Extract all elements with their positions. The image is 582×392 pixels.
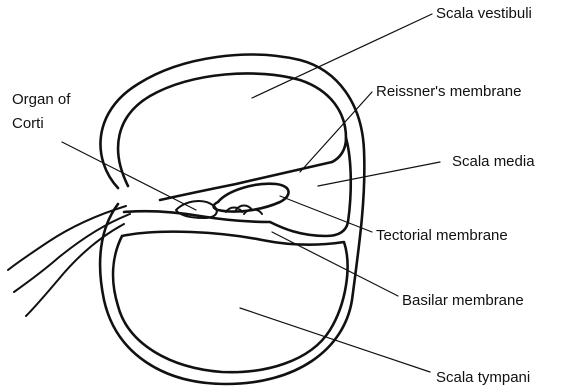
scala-media-outer-wall: [270, 138, 351, 236]
leader-organ-of-corti: [62, 142, 196, 210]
spiral-lamina-upper: [8, 206, 126, 270]
label-scala-tympani: Scala tympani: [436, 369, 530, 386]
basilar-membrane-shape: [124, 211, 270, 222]
reissners-membrane-shape: [160, 162, 332, 200]
label-scala-vestibuli: Scala vestibuli: [436, 5, 532, 22]
label-tectorial-membrane: Tectorial membrane: [376, 227, 508, 244]
label-organ-of-corti-line1: Organ of: [12, 91, 71, 108]
leader-scala-media: [318, 162, 440, 186]
label-reissners-membrane: Reissner's membrane: [376, 83, 521, 100]
leader-tectorial-membrane: [280, 196, 372, 232]
label-basilar-membrane: Basilar membrane: [402, 292, 524, 309]
leader-scala-tympani: [240, 308, 430, 372]
scala-vestibuli-inner-wall: [118, 73, 346, 186]
spiral-lamina-lower: [26, 224, 124, 316]
label-organ-of-corti-line2: Corti: [12, 115, 44, 132]
label-scala-media: Scala media: [452, 153, 535, 170]
